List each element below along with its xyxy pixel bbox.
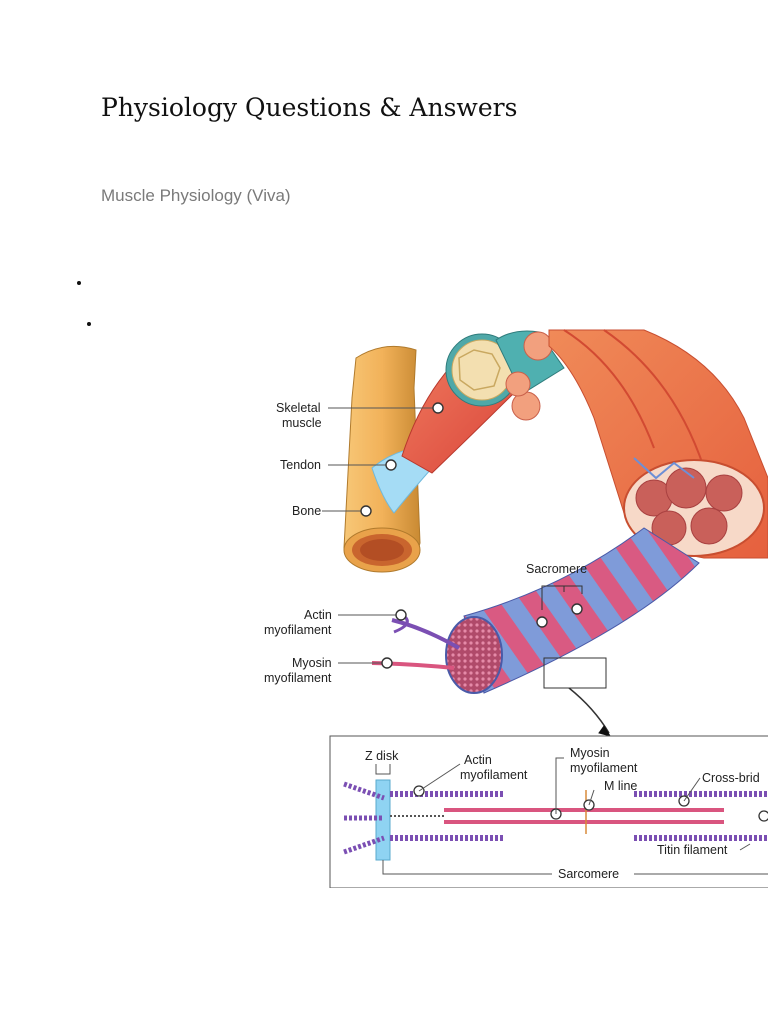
inset-label-titin: Titin filament — [657, 843, 728, 857]
inset-label-m-line: M line — [604, 779, 637, 793]
inset-label-myosin-2: myofilament — [570, 761, 638, 775]
label-bone: Bone — [292, 504, 321, 518]
fascicle-bundles — [495, 330, 565, 421]
muscle-fiber-large — [548, 329, 768, 559]
label-skeletal-muscle-1: Skeletal — [276, 401, 320, 415]
label-leaders — [322, 407, 436, 664]
label-myosin-1: Myosin — [292, 656, 332, 670]
page-subtitle: Muscle Physiology (Viva) — [101, 186, 291, 205]
sarcomere-inset: Z disk Actin myofilament Myosin myofilam… — [329, 735, 768, 888]
list-bullet — [77, 281, 81, 285]
inset-label-actin-1: Actin — [464, 753, 492, 767]
label-myosin-2: myofilament — [264, 671, 332, 685]
inset-label-actin-2: myofilament — [460, 768, 528, 782]
page-title: Physiology Questions & Answers — [101, 93, 518, 122]
muscle-structure-figure: Skeletal muscle Tendon Bone Sacromere Ac… — [264, 328, 768, 888]
inset-label-sarcomere: Sarcomere — [558, 867, 619, 881]
muscle-anatomy-illustration: Skeletal muscle Tendon Bone Sacromere Ac… — [264, 329, 768, 888]
list-bullet — [87, 322, 91, 326]
label-skeletal-muscle-2: muscle — [282, 416, 322, 430]
sacromere-bracket — [541, 585, 612, 737]
label-pins — [360, 402, 583, 669]
label-actin-2: myofilament — [264, 623, 332, 637]
inset-label-z-disk: Z disk — [365, 749, 399, 763]
skeletal-muscle-shape — [401, 333, 520, 474]
inset-label-myosin-1: Myosin — [570, 746, 610, 760]
label-actin-1: Actin — [304, 608, 332, 622]
label-sacromere: Sacromere — [526, 562, 587, 576]
label-tendon: Tendon — [280, 458, 321, 472]
inset-label-cross-bridge: Cross-brid — [702, 771, 760, 785]
